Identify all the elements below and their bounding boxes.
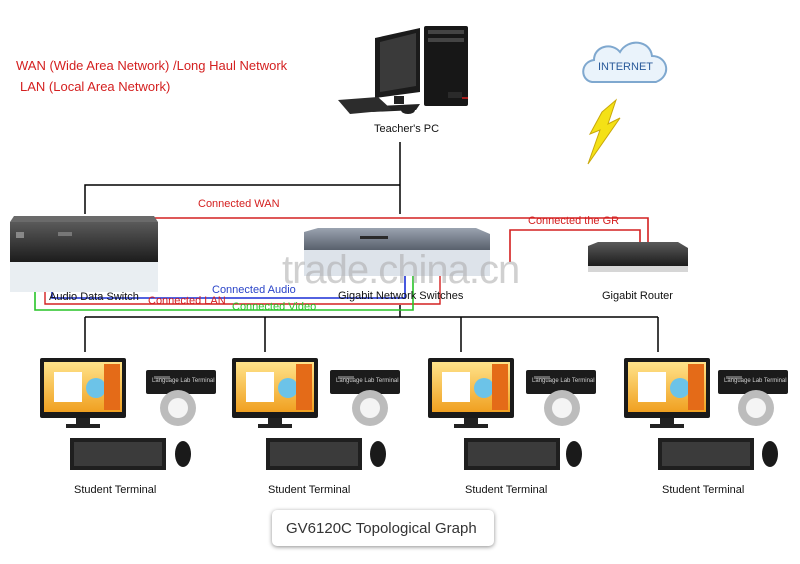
diagram-caption: GV6120C Topological Graph: [286, 520, 477, 537]
watermark: trade.china.cn: [282, 248, 520, 292]
student-terminal-label: Student Terminal: [268, 484, 351, 496]
internet-label: INTERNET: [598, 61, 653, 73]
internet-cloud-icon: [582, 41, 667, 83]
student-station: [40, 358, 216, 470]
link-label-lan: Connected LAN: [148, 295, 226, 307]
gigabit-switches-label: Gigabit Network Switches: [338, 290, 464, 302]
link-label-wan: Connected WAN: [198, 198, 280, 210]
link-label-gr: Connected the GR: [528, 215, 620, 227]
student-stations: [40, 358, 788, 470]
teacher-pc-label: Teacher's PC: [374, 123, 440, 135]
network-lines: [84, 142, 659, 352]
student-terminal-label: Student Terminal: [662, 484, 745, 496]
student-station: [624, 358, 788, 470]
link-label-audio: Connected Audio: [212, 284, 296, 296]
terminal-box-label: Language Lab Terminal: [152, 378, 215, 384]
gigabit-router-icon: [588, 242, 688, 272]
caption-box: [272, 510, 494, 546]
student-station: [232, 358, 400, 470]
link-label-video: Connected Video: [232, 301, 317, 313]
teacher-pc-icon: [338, 26, 468, 114]
audio-data-switch-label: Audio Data Switch: [49, 291, 139, 303]
student-terminal-label: Student Terminal: [465, 484, 548, 496]
terminal-box-label: Language Lab Terminal: [336, 378, 399, 384]
legend-lan: LAN (Local Area Network): [20, 79, 171, 94]
gigabit-router-label: Gigabit Router: [602, 290, 673, 302]
terminal-box-label: Language Lab Terminal: [724, 378, 787, 384]
terminal-box-label: Language Lab Terminal: [532, 378, 595, 384]
student-station: [428, 358, 596, 470]
student-terminal-label: Student Terminal: [74, 484, 157, 496]
lightning-icon: [587, 98, 621, 165]
legend-wan: WAN (Wide Area Network) /Long Haul Netwo…: [16, 58, 288, 73]
gigabit-switch-icon: [304, 228, 490, 276]
audio-data-switch-icon: [10, 216, 158, 292]
